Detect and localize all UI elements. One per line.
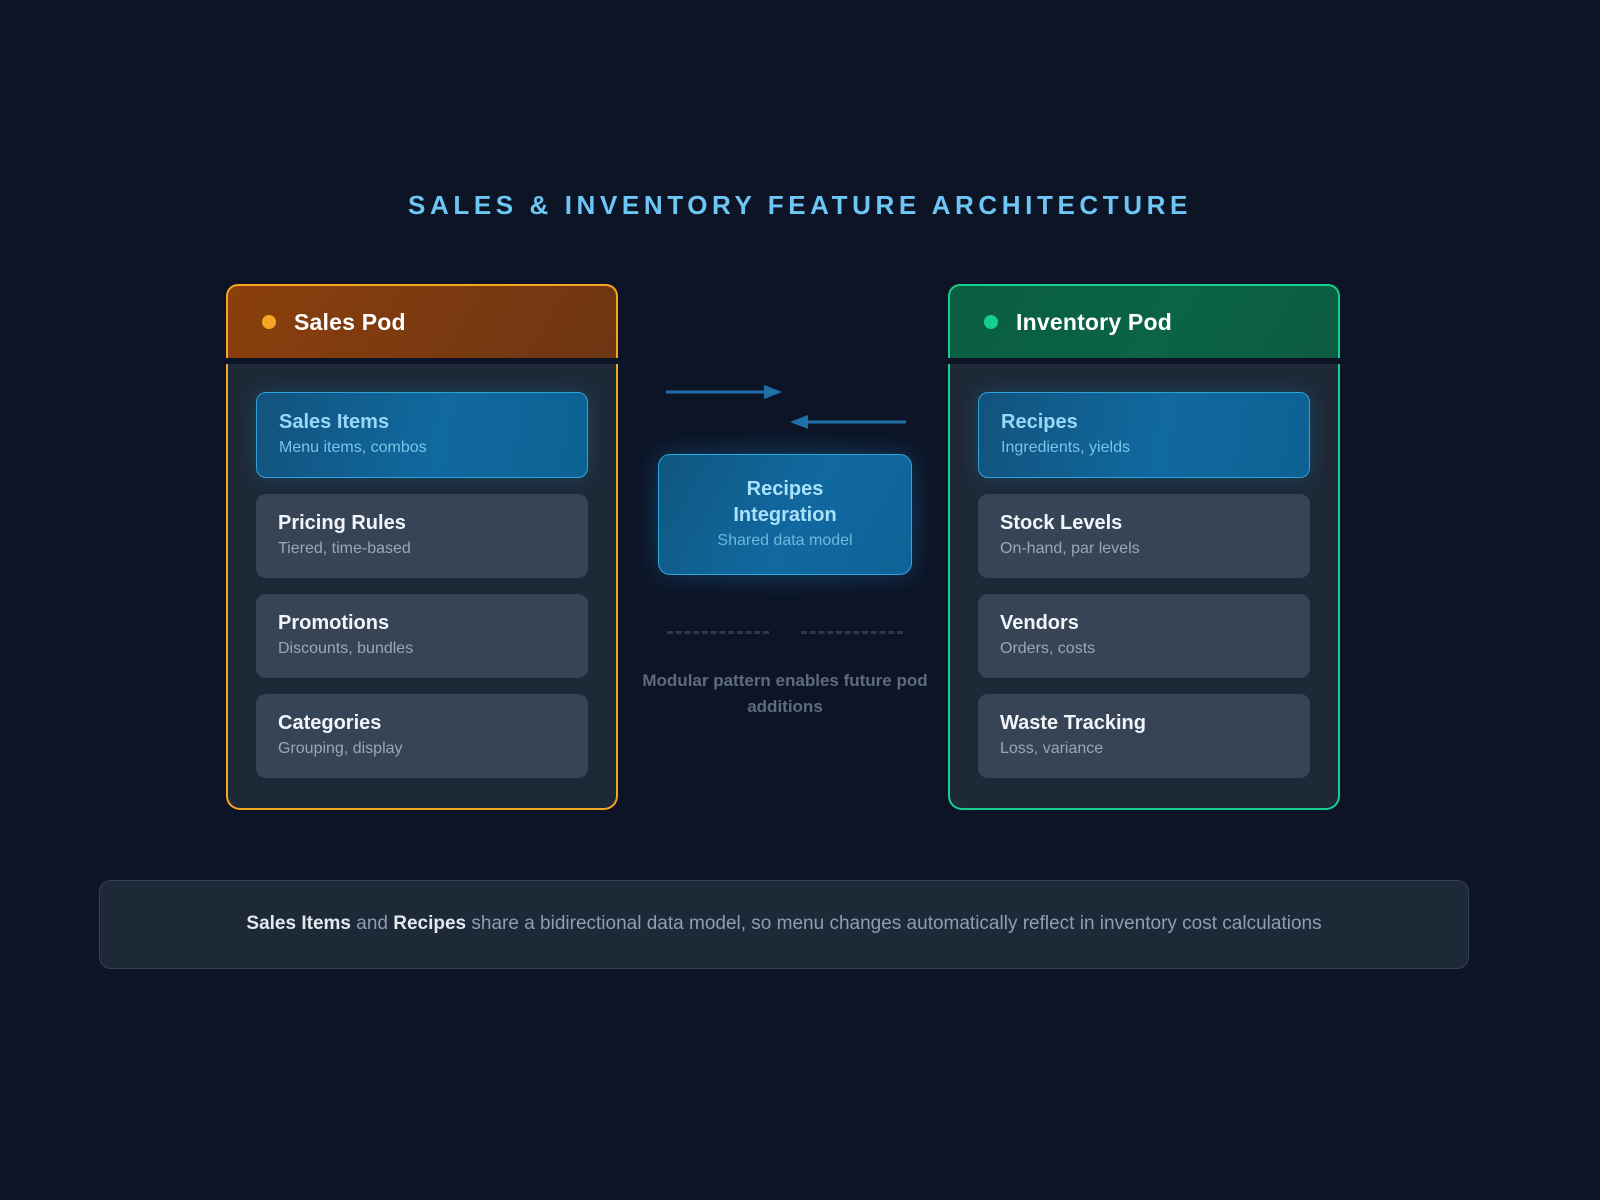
card-title: Sales Items bbox=[279, 411, 390, 433]
dashed-segment-left bbox=[667, 631, 769, 635]
arrow-right-icon bbox=[666, 384, 784, 405]
card-subtitle: Grouping, display bbox=[278, 740, 403, 757]
card-subtitle: Loss, variance bbox=[1000, 740, 1104, 757]
pod-sales: Sales Pod Sales Items Menu items, combos… bbox=[226, 284, 618, 810]
card-subtitle: Ingredients, yields bbox=[1001, 439, 1130, 456]
card-title: Pricing Rules bbox=[278, 512, 406, 534]
feature-card-sales-items[interactable]: Sales Items Menu items, combos bbox=[256, 392, 588, 478]
pod-inventory-body: Recipes Ingredients, yields Stock Levels… bbox=[948, 364, 1340, 810]
arrow-left-icon bbox=[788, 414, 906, 435]
status-dot-icon bbox=[984, 315, 998, 329]
feature-card-stock-levels[interactable]: Stock Levels On-hand, par levels bbox=[978, 494, 1310, 578]
card-title: Promotions bbox=[278, 612, 390, 634]
card-title: Vendors bbox=[1000, 612, 1079, 634]
feature-card-promotions[interactable]: Promotions Discounts, bundles bbox=[256, 594, 588, 678]
page-title: Sales & Inventory Feature Architecture bbox=[408, 190, 1192, 220]
feature-card-recipes[interactable]: Recipes Ingredients, yields bbox=[978, 392, 1310, 478]
pod-sales-title: Sales Pod bbox=[294, 308, 406, 335]
card-title: Categories bbox=[278, 712, 382, 734]
bidirectional-arrows bbox=[640, 370, 930, 429]
card-title: Recipes bbox=[1001, 411, 1078, 433]
integration-subtitle: Shared data model bbox=[717, 532, 853, 550]
card-subtitle: Discounts, bundles bbox=[278, 640, 414, 657]
footer-mid-text: and bbox=[350, 913, 394, 934]
integration-title-line1: Recipes bbox=[746, 478, 824, 500]
footer-rest-text: share a bidirectional data model, so men… bbox=[466, 913, 1322, 934]
card-subtitle: On-hand, par levels bbox=[1000, 540, 1140, 557]
pod-inventory: Inventory Pod Recipes Ingredients, yield… bbox=[948, 284, 1340, 810]
pod-sales-header: Sales Pod bbox=[226, 284, 618, 358]
pod-sales-body: Sales Items Menu items, combos Pricing R… bbox=[226, 364, 618, 810]
dashed-divider bbox=[640, 631, 930, 635]
integration-glow: Recipes Integration Shared data model bbox=[640, 430, 930, 600]
footer-note: Sales Items and Recipes share a bidirect… bbox=[99, 880, 1469, 969]
footer-bold-sales-items: Sales Items bbox=[246, 913, 351, 934]
integration-column: Recipes Integration Shared data model Mo… bbox=[640, 370, 930, 719]
feature-card-waste-tracking[interactable]: Waste Tracking Loss, variance bbox=[978, 694, 1310, 778]
status-dot-icon bbox=[262, 315, 276, 329]
card-subtitle: Menu items, combos bbox=[279, 439, 427, 456]
feature-card-vendors[interactable]: Vendors Orders, costs bbox=[978, 594, 1310, 678]
card-subtitle: Orders, costs bbox=[1000, 640, 1096, 657]
feature-card-categories[interactable]: Categories Grouping, display bbox=[256, 694, 588, 778]
dashed-segment-right bbox=[801, 631, 903, 635]
card-subtitle: Tiered, time-based bbox=[278, 540, 411, 557]
modular-pattern-note: Modular pattern enables future pod addit… bbox=[642, 671, 928, 716]
card-title: Stock Levels bbox=[1000, 512, 1123, 534]
integration-title-line2: Integration bbox=[733, 503, 837, 526]
feature-card-pricing-rules[interactable]: Pricing Rules Tiered, time-based bbox=[256, 494, 588, 578]
pod-inventory-header: Inventory Pod bbox=[948, 284, 1340, 358]
pod-inventory-title: Inventory Pod bbox=[1016, 308, 1172, 335]
recipes-integration-box[interactable]: Recipes Integration Shared data model bbox=[658, 454, 912, 576]
footer-bold-recipes: Recipes bbox=[393, 913, 467, 934]
card-title: Waste Tracking bbox=[1000, 712, 1146, 734]
